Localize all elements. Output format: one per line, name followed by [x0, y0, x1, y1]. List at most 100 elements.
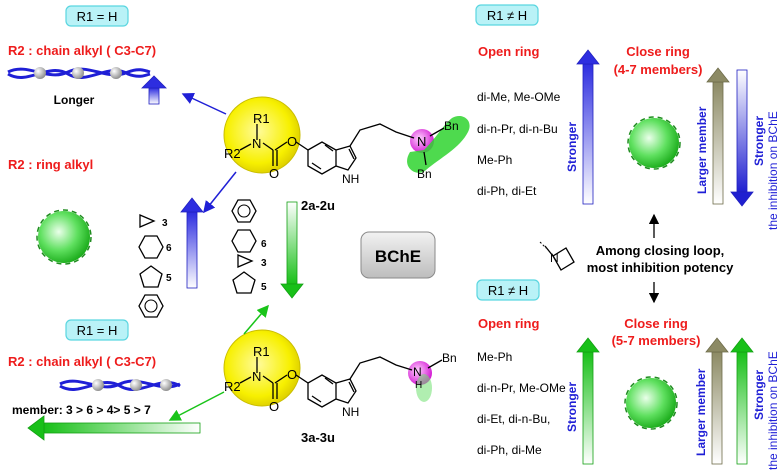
open-ring-stronger-arrow-top — [576, 49, 600, 205]
mol3-o-carbonyl-label: O — [269, 399, 279, 414]
phenyl-icon — [138, 294, 164, 318]
r2-ring-title: R2 : ring alkyl — [8, 157, 93, 172]
center-cyclopentyl-icon — [232, 271, 256, 294]
center-ring-size-6: 6 — [261, 239, 267, 250]
mol3-r2-label: R2 — [224, 379, 241, 394]
open-ring-b-item-1: Me-Ph — [477, 350, 512, 364]
larger-member-label-bottom: Larger member — [694, 368, 708, 456]
close-ring-title-top: Close ring — [626, 44, 690, 59]
mol3-nh-label: NH — [342, 405, 359, 419]
mol-o-ester-label: O — [287, 134, 297, 149]
open-ring-item-1: di-Me, Me-OMe — [477, 90, 561, 104]
mol-bn-label-1: Bn — [444, 119, 459, 133]
chain-alkyl-icon-bottom — [59, 379, 181, 391]
r1-box-bottom-right: R1 ≠ H — [476, 279, 540, 301]
open-ring-item-4: di-Ph, di-Et — [477, 184, 537, 198]
arrow-mol3-to-chain — [168, 391, 225, 421]
chain-alkyl-icon — [7, 67, 151, 79]
mol-r1-label: R1 — [253, 111, 270, 126]
larger-member-label-top: Larger member — [695, 106, 709, 194]
longer-up-arrow — [141, 75, 167, 105]
mol-amine-n-label: N — [417, 134, 426, 149]
stronger-inhibition-label-bottom: Stronger — [752, 370, 766, 420]
stronger-label-top: Stronger — [565, 122, 579, 172]
close-ring-title-bottom: Close ring — [624, 316, 688, 331]
ring-alkyl-sphere — [36, 209, 92, 265]
r1-box-top-left: R1 = H — [65, 5, 129, 27]
inhibition-on-bche-label-bottom: the inhibition on BChE — [766, 351, 780, 470]
close-ring-sphere-top — [627, 116, 681, 170]
r2-chain-title-top: R2 : chain alkyl ( C3-C7) — [8, 43, 156, 58]
compound-3a-3u-label: 3a-3u — [301, 430, 335, 445]
center-cyclohexyl-icon — [231, 229, 257, 253]
r2-chain-title-bottom: R2 : chain alkyl ( C3-C7) — [8, 354, 156, 369]
open-ring-b-item-4: di-Ph, di-Me — [477, 443, 542, 457]
stronger-inhibition-label-top: Stronger — [752, 116, 766, 166]
mol-nh-label: NH — [342, 172, 359, 186]
open-ring-title-bottom: Open ring — [478, 316, 539, 331]
center-ring-size-3: 3 — [261, 258, 267, 269]
compound-2a-2u-label: 2a-2u — [301, 198, 335, 213]
ring-size-6: 6 — [166, 243, 172, 254]
mol3-amine-n-label: N — [413, 365, 422, 379]
open-ring-title-top: Open ring — [478, 44, 539, 59]
larger-member-arrow-bottom — [705, 337, 729, 465]
mol3-bn-label: Bn — [442, 351, 457, 365]
azetidine-icon — [539, 241, 575, 271]
stronger-label-bottom: Stronger — [565, 382, 579, 432]
ring-size-3: 3 — [162, 218, 168, 229]
mol-n-label: N — [252, 136, 261, 151]
mol-o-carbonyl-label: O — [269, 166, 279, 181]
r1-box-top-right: R1 ≠ H — [475, 4, 539, 26]
close-members-bottom: (5-7 members) — [612, 333, 701, 348]
cyclohexyl-icon — [138, 235, 164, 259]
larger-member-arrow-top — [706, 67, 730, 205]
open-ring-stronger-arrow-bottom — [576, 337, 600, 465]
member-left-arrow — [27, 415, 201, 441]
stronger-inhibition-arrow-bottom — [730, 337, 754, 465]
r1-box-text-br: R1 ≠ H — [488, 283, 528, 298]
h-hydrophobic-lobe — [416, 374, 432, 402]
left-ring-list: 3 6 5 — [138, 214, 172, 318]
r1-box-text: R1 = H — [77, 9, 118, 24]
open-ring-b-item-3: di-Et, di-n-Bu, — [477, 412, 550, 426]
r1-box-text-bl: R1 = H — [77, 323, 118, 338]
open-ring-item-2: di-n-Pr, di-n-Bu — [477, 122, 558, 136]
ring-potency-up-arrow — [180, 197, 204, 289]
center-phenyl-icon — [231, 199, 257, 223]
mol-r2-label: R2 — [224, 146, 241, 161]
note-line-1: Among closing loop, — [596, 243, 725, 258]
close-members-top: (4-7 members) — [614, 62, 703, 77]
mol3-r1-label: R1 — [253, 344, 270, 359]
center-ring-list: 6 3 5 — [231, 199, 267, 294]
molecule-2a-2u: R1 R2 N O O NH N Bn Bn — [223, 96, 470, 186]
longer-label: Longer — [54, 93, 95, 107]
close-ring-sphere-bottom — [624, 376, 678, 430]
r1-box-bottom-left: R1 = H — [65, 319, 129, 341]
cyclopentyl-icon — [139, 265, 163, 288]
cyclopropyl-icon — [139, 214, 156, 228]
arrow-to-chain-top — [181, 92, 227, 115]
mol-bn-label-2: Bn — [417, 167, 432, 181]
r1-box-text-tr: R1 ≠ H — [487, 8, 527, 23]
center-green-down-arrow — [280, 201, 304, 299]
arrow-to-ring-alkyl — [203, 171, 237, 214]
bn-hydrophobic-lobe — [407, 115, 470, 173]
center-cyclopropyl-icon — [237, 254, 254, 268]
note-line-2: most inhibition potency — [587, 260, 734, 275]
stronger-inhibition-arrow-top — [730, 69, 754, 207]
azetidine-n-label: N — [550, 251, 559, 265]
bche-label: BChE — [375, 247, 421, 266]
open-ring-item-3: Me-Ph — [477, 153, 512, 167]
molecule-3a-3u: R1 R2 N O O NH N H Bn — [223, 329, 457, 419]
open-ring-b-item-2: di-n-Pr, Me-OMe — [477, 381, 566, 395]
mol3-n-label: N — [252, 369, 261, 384]
ring-size-5: 5 — [166, 273, 172, 284]
member-order-label: member: 3 > 6 > 4> 5 > 7 — [12, 403, 151, 417]
arrow-mol3-to-center-rings — [243, 304, 269, 335]
center-ring-size-5: 5 — [261, 282, 267, 293]
bche-box: BChE — [360, 231, 436, 279]
mol3-amine-h-label: H — [415, 380, 422, 391]
